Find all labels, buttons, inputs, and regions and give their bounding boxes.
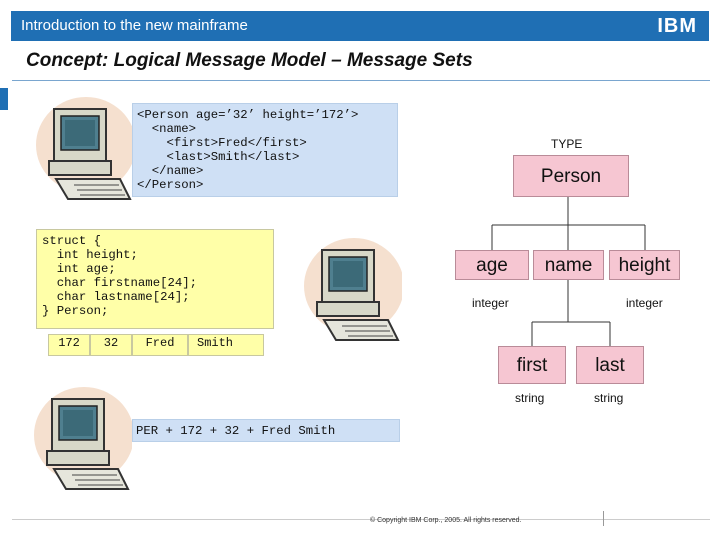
computer-icon — [36, 97, 134, 200]
ibm-logo: IBM — [657, 15, 697, 37]
height-type: integer — [626, 296, 663, 310]
c-struct-box: struct { int height; int age; char first… — [36, 229, 274, 329]
course-title: Introduction to the new mainframe — [21, 17, 248, 34]
struct-line: } Person; — [42, 304, 109, 318]
slide-title: Concept: Logical Message Model – Message… — [26, 50, 473, 71]
struct-line: char lastname[24]; — [42, 290, 190, 304]
record-cell-last: Smith — [188, 334, 264, 356]
computer-icon — [34, 387, 132, 490]
record-cell-age: 32 — [90, 334, 132, 356]
last-type: string — [594, 391, 624, 405]
side-marker — [0, 88, 8, 110]
copyright-notice: © Copyright IBM Corp., 2005. All rights … — [370, 517, 522, 524]
node-last: last — [576, 346, 644, 384]
xml-message-box: <Person age=’32’ height=’172’> <name> <f… — [132, 103, 398, 197]
age-type: integer — [472, 296, 509, 310]
struct-line: int height; — [42, 248, 138, 262]
header-bar: Introduction to the new mainframe IBM — [11, 11, 709, 41]
struct-line: int age; — [42, 262, 116, 276]
xml-line: <Person age=’32’ height=’172’> — [137, 108, 359, 122]
struct-line: char firstname[24]; — [42, 276, 197, 290]
footer-tick — [603, 511, 604, 526]
node-name: name — [533, 250, 604, 280]
record-cell-first: Fred — [132, 334, 188, 356]
record-cell-height: 172 — [48, 334, 90, 356]
node-person: Person — [513, 155, 629, 197]
xml-line: <name> — [137, 122, 197, 136]
node-first: first — [498, 346, 566, 384]
tagged-message-box: PER + 172 + 32 + Fred Smith — [132, 419, 400, 442]
tagged-message-text: PER + 172 + 32 + Fred Smith — [136, 424, 336, 438]
computer-icon — [304, 238, 402, 341]
struct-line: struct { — [42, 234, 102, 248]
footer-divider — [12, 519, 710, 520]
title-divider — [12, 80, 710, 81]
type-label: TYPE — [551, 137, 583, 151]
node-age: age — [455, 250, 529, 280]
xml-line: </name> — [137, 164, 204, 178]
xml-line: </Person> — [137, 178, 204, 192]
node-height: height — [609, 250, 680, 280]
xml-line: <last>Smith</last> — [137, 150, 300, 164]
first-type: string — [515, 391, 545, 405]
xml-line: <first>Fred</first> — [137, 136, 307, 150]
